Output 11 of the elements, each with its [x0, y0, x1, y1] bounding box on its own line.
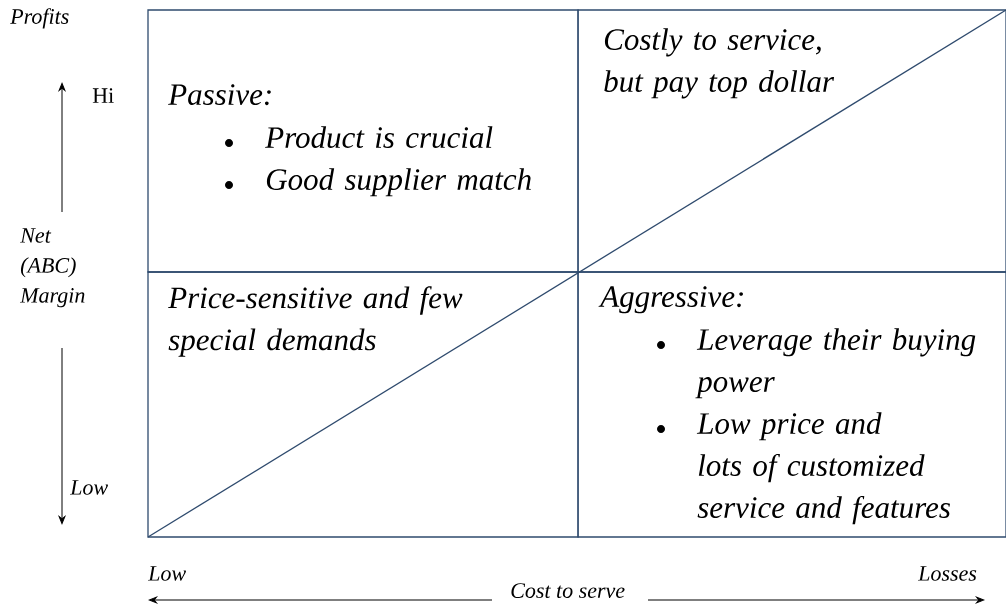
quadrant-box: Costly to service, but pay top dollar [577, 9, 1006, 273]
axis-label: Net (ABC) Margin [19, 228, 85, 308]
axis-label: Cost to serve [511, 583, 625, 598]
axis-label: Losses [917, 566, 977, 581]
quadrant-box: Aggressive: Leverage their buying power Low price and lots of customized service and features [577, 271, 1006, 538]
quadrant-box: Price-sensitive and few special demands [147, 271, 579, 538]
axis-label: Profits [10, 8, 69, 29]
axis-label: Low [69, 480, 108, 495]
axis-label: Low [147, 566, 186, 581]
axis-label: Hi [92, 88, 114, 103]
quadrant-box: Passive: Product is crucial Good supplier match [147, 9, 579, 273]
